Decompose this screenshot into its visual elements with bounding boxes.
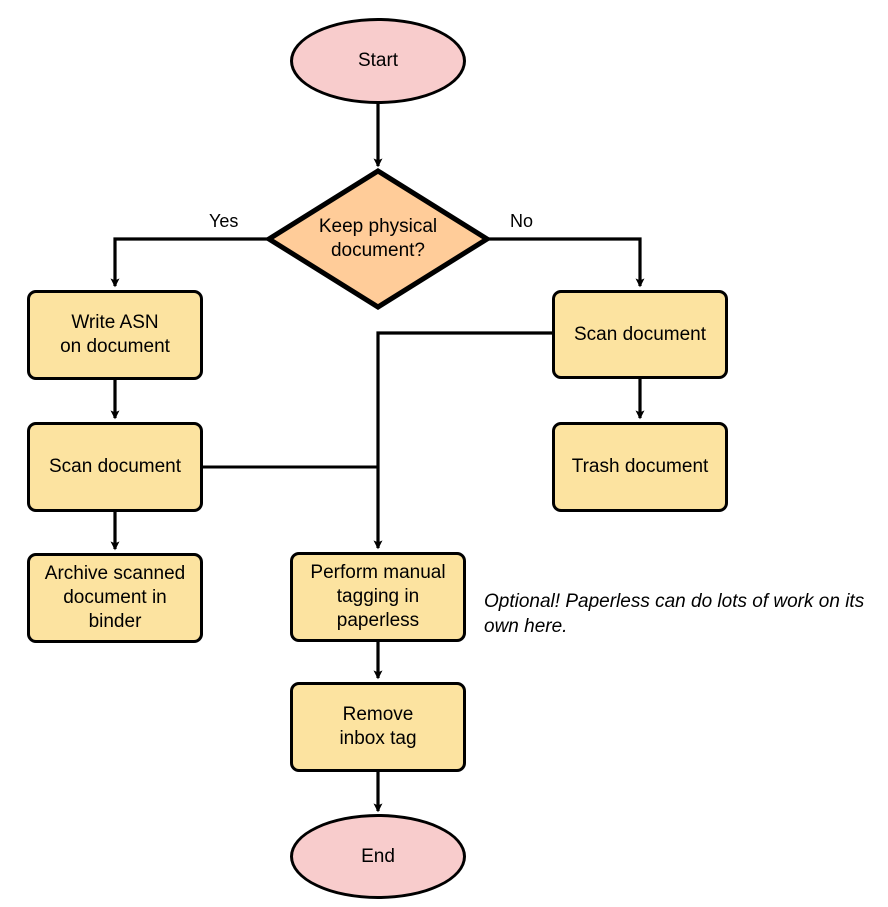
node-end-label: End bbox=[361, 845, 395, 867]
node-archive-label: Archive scanned document in binder bbox=[44, 563, 186, 632]
edge-label-no: No bbox=[510, 211, 534, 231]
node-decision-label: Keep physical document? bbox=[318, 216, 438, 261]
node-write-asn-label: Write ASN on document bbox=[60, 312, 170, 357]
edge-decision-no-to-scan-right bbox=[488, 237, 645, 288]
node-start-label: Start bbox=[357, 50, 399, 71]
node-start[interactable]: Start bbox=[290, 18, 466, 104]
decision-diamond-shape bbox=[266, 168, 490, 310]
node-remove-inbox-tag-label: Remove inbox tag bbox=[339, 704, 417, 749]
node-trash-document[interactable]: Trash document bbox=[552, 422, 728, 512]
edge-label-yes: Yes bbox=[209, 211, 239, 231]
node-scan-document-left[interactable]: Scan document bbox=[27, 422, 203, 512]
node-perform-manual-tagging-label: Perform manual tagging in paperless bbox=[310, 562, 446, 631]
node-end[interactable]: End bbox=[290, 814, 466, 899]
node-trash-document-label: Trash document bbox=[571, 456, 709, 477]
node-perform-manual-tagging[interactable]: Perform manual tagging in paperless bbox=[290, 552, 466, 642]
node-write-asn-on-document[interactable]: Write ASN on document bbox=[27, 290, 203, 380]
node-scan-document-right[interactable]: Scan document bbox=[552, 290, 728, 379]
node-keep-physical-document-decision[interactable]: Keep physical document? bbox=[266, 168, 490, 310]
edge-scan-right-to-tagging bbox=[373, 331, 552, 550]
edge-decision-yes-to-write-asn bbox=[110, 237, 268, 288]
node-archive-scanned-document[interactable]: Archive scanned document in binder bbox=[27, 553, 203, 643]
node-remove-inbox-tag[interactable]: Remove inbox tag bbox=[290, 682, 466, 772]
node-scan-document-left-label: Scan document bbox=[48, 456, 182, 477]
optional-note: Optional! Paperless can do lots of work … bbox=[484, 591, 865, 637]
node-scan-document-right-label: Scan document bbox=[573, 323, 707, 345]
